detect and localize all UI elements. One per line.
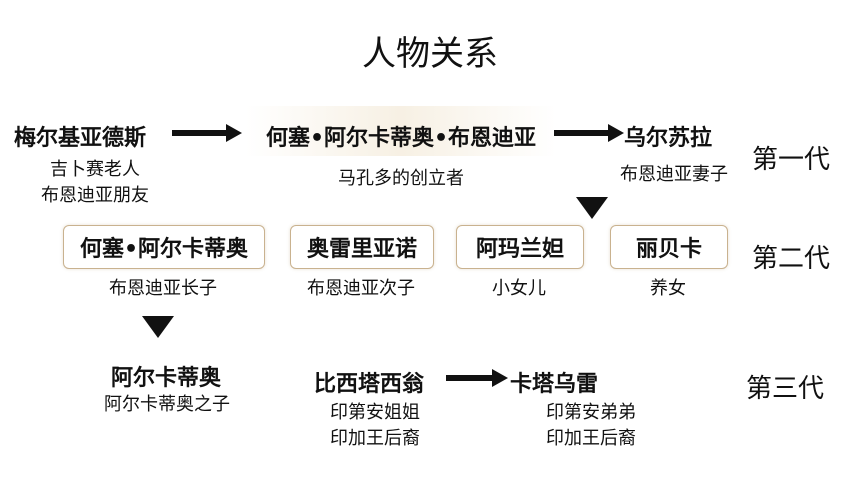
page-title: 人物关系	[362, 34, 498, 74]
jose-arcadio-buendia-desc: 马孔多的创立者	[338, 168, 464, 189]
down-arrow-icon	[142, 316, 174, 338]
amaranta-desc: 小女儿	[492, 278, 546, 299]
node-jose-arcadio: 何塞•阿尔卡蒂奥	[79, 237, 249, 262]
generation-label-first: 第一代	[752, 145, 831, 175]
node-amaranta: 阿玛兰妲	[475, 237, 564, 262]
node-box-jose-arcadio: 何塞•阿尔卡蒂奥	[63, 225, 265, 269]
node-aureliano: 奥雷里亚诺	[306, 237, 417, 262]
cataure-desc-1: 印第安弟弟	[546, 402, 636, 423]
pilar-desc-2: 印加王后裔	[330, 428, 420, 449]
arrow-right-icon	[226, 124, 242, 142]
pilar-desc-1: 印第安姐姐	[330, 402, 420, 423]
node-cataure: 卡塔乌雷	[510, 372, 599, 397]
node-box-aureliano: 奥雷里亚诺	[290, 225, 434, 269]
arrow-right-icon	[608, 124, 624, 142]
relation-arrow-shaft	[554, 130, 612, 136]
aureliano-desc: 布恩迪亚次子	[307, 278, 415, 299]
node-rebeca: 丽贝卡	[635, 237, 702, 262]
node-pilar: 比西塔西翁	[314, 372, 425, 397]
generation-label-third: 第三代	[746, 374, 825, 404]
relation-arrow-shaft	[172, 130, 230, 136]
arrow-right-icon	[492, 369, 508, 387]
node-arcadio: 阿尔卡蒂奥	[110, 366, 221, 391]
node-jose-arcadio-buendia: 何塞•阿尔卡蒂奥•布恩迪亚	[265, 126, 537, 151]
cataure-desc-2: 印加王后裔	[546, 428, 636, 449]
melquiades-desc-1: 吉卜赛老人	[50, 159, 140, 180]
generation-label-second: 第二代	[752, 244, 831, 274]
jose-arcadio-desc: 布恩迪亚长子	[109, 278, 217, 299]
founder-highlight	[246, 106, 556, 156]
relation-arrow-shaft	[446, 375, 496, 381]
node-box-rebeca: 丽贝卡	[610, 225, 728, 269]
arcadio-desc: 阿尔卡蒂奥之子	[104, 394, 230, 415]
node-ursula: 乌尔苏拉	[624, 126, 713, 151]
down-arrow-icon	[576, 197, 608, 219]
melquiades-desc-2: 布恩迪亚朋友	[41, 185, 149, 206]
ursula-desc: 布恩迪亚妻子	[620, 164, 728, 185]
rebeca-desc: 养女	[650, 278, 686, 299]
node-box-amaranta: 阿玛兰妲	[456, 225, 584, 269]
node-melquiades: 梅尔基亚德斯	[14, 126, 147, 151]
